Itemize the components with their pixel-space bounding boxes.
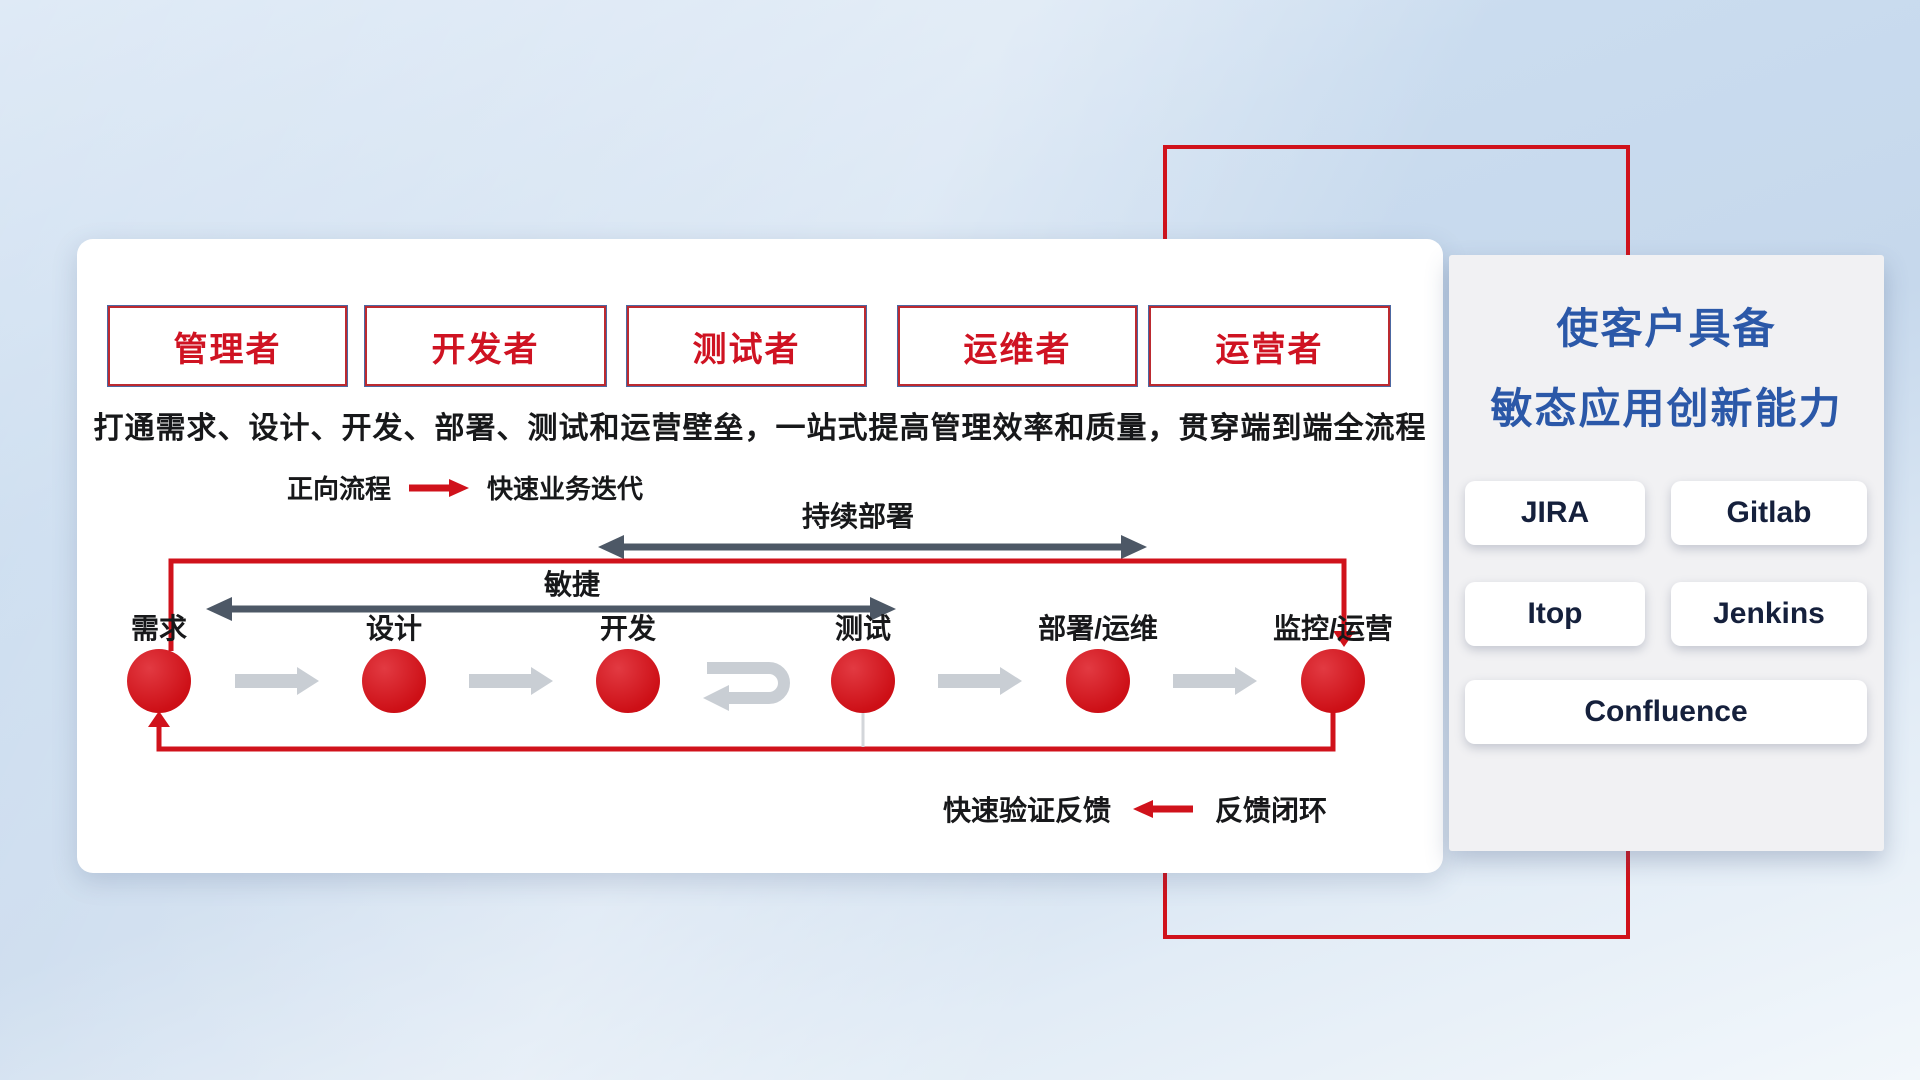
role-box-ops: 运维者 xyxy=(898,306,1137,386)
role-box-developer: 开发者 xyxy=(365,306,606,386)
feedback-legend: 快速验证反馈 反馈闭环 xyxy=(943,789,1327,829)
step-arrow xyxy=(1173,667,1257,695)
node-label-monitor-operate: 监控/运营 xyxy=(1273,613,1393,644)
feedback-legend-label: 快速验证反馈 xyxy=(943,795,1112,826)
tool-label: Confluence xyxy=(1584,695,1748,728)
tool-button-itop: Itop xyxy=(1465,582,1645,646)
forward-flow-legend: 正向流程 快速业务迭代 xyxy=(287,469,643,506)
role-label: 管理者 xyxy=(173,330,282,369)
feedback-legend-value: 反馈闭环 xyxy=(1215,795,1328,826)
forward-flow-value: 快速业务迭代 xyxy=(487,474,644,504)
continuous-deployment-label: 持续部署 xyxy=(801,501,914,532)
red-feedback-arrow-icon xyxy=(1133,800,1194,818)
red-feedback-loop xyxy=(148,711,1336,752)
agile-label: 敏捷 xyxy=(543,569,600,600)
step-arrow xyxy=(469,667,553,695)
devops-flow-panel: 管理者 开发者 测试者 运维者 运营者 打通需求、设计、开发、部署、测试和运营壁… xyxy=(77,239,1443,873)
process-node-monitor-operate xyxy=(1301,649,1365,713)
role-label: 运营者 xyxy=(1215,330,1324,369)
node-label-deploy-ops: 部署/运维 xyxy=(1038,613,1158,644)
tool-label: Itop xyxy=(1527,597,1583,630)
step-arrow xyxy=(938,667,1022,695)
flow-diagram-canvas xyxy=(148,535,1355,752)
process-description: 打通需求、设计、开发、部署、测试和运营壁垒，一站式提高管理效率和质量，贯穿端到端… xyxy=(93,412,1427,445)
process-node-design xyxy=(362,649,426,713)
process-node-deploy-ops xyxy=(1066,649,1130,713)
tool-label: Gitlab xyxy=(1726,496,1812,529)
tool-button-confluence: Confluence xyxy=(1465,680,1867,744)
role-label: 测试者 xyxy=(692,330,801,369)
role-label: 开发者 xyxy=(431,330,540,369)
capability-title-line2: 敏态应用创新能力 xyxy=(1490,385,1843,432)
iteration-loop-icon xyxy=(703,662,790,711)
agile-arrow xyxy=(206,597,896,621)
tool-button-jenkins: Jenkins xyxy=(1671,582,1867,646)
node-label-test: 测试 xyxy=(834,613,891,644)
role-box-tester: 测试者 xyxy=(627,306,866,386)
capability-title-line1: 使客户具备 xyxy=(1556,305,1777,352)
node-label-design: 设计 xyxy=(365,613,422,644)
role-box-manager: 管理者 xyxy=(108,306,347,386)
tool-button-gitlab: Gitlab xyxy=(1671,481,1867,545)
step-arrow xyxy=(235,667,319,695)
node-label-develop: 开发 xyxy=(599,613,656,644)
tool-button-jira: JIRA xyxy=(1465,481,1645,545)
red-forward-loop xyxy=(168,558,1355,651)
process-node-test xyxy=(831,649,895,713)
role-box-operator: 运营者 xyxy=(1149,306,1390,386)
process-node-develop xyxy=(596,649,660,713)
process-node-requirements xyxy=(127,649,191,713)
continuous-deployment-arrow xyxy=(598,535,1147,559)
tool-label: JIRA xyxy=(1520,496,1590,529)
node-label-requirements: 需求 xyxy=(130,613,187,644)
red-forward-arrow-icon xyxy=(409,478,470,497)
role-label: 运维者 xyxy=(963,330,1072,369)
capability-panel: 使客户具备 敏态应用创新能力 JIRA Gitlab Itop Jenkins … xyxy=(1449,255,1884,851)
tool-label: Jenkins xyxy=(1713,597,1825,630)
forward-flow-label: 正向流程 xyxy=(287,474,392,504)
